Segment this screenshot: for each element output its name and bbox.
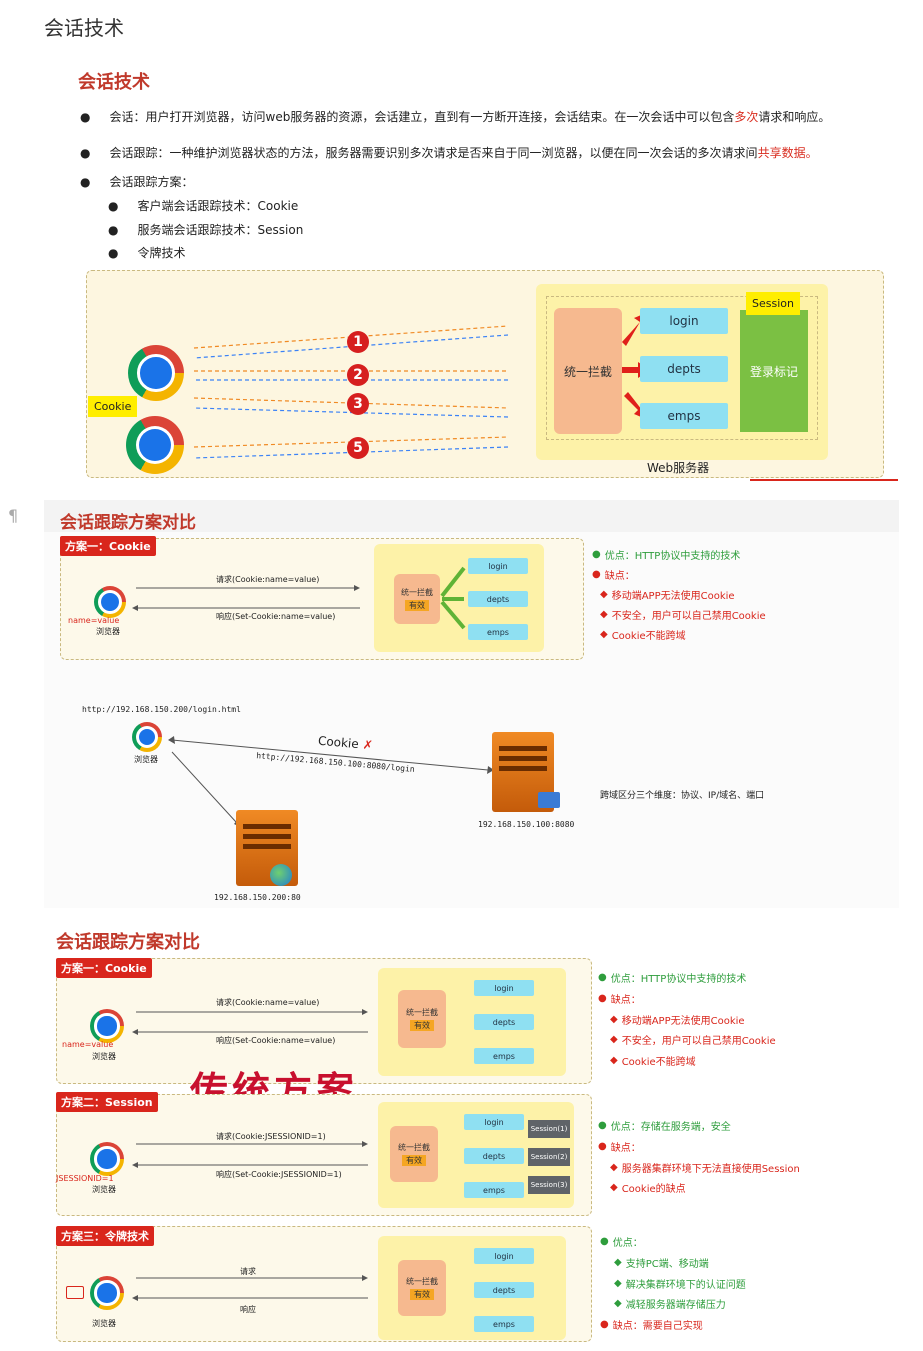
slide-session-tech: 会话技术 ● 会话：用户打开浏览器，访问web服务器的资源，会话建立，直到有一方…: [72, 60, 900, 480]
pros-label: ●优点：: [600, 1234, 643, 1249]
interceptor-box: 统一拦截 有效: [398, 1260, 446, 1316]
web-server-label: Web服务器: [647, 459, 709, 476]
endpoint-login: login: [640, 308, 728, 334]
folder-icon: [538, 792, 560, 808]
endpoint-login: login: [474, 1248, 534, 1264]
globe-icon: [270, 864, 292, 886]
slide-compare-all: 会话跟踪方案对比 方案一：Cookie name=value 浏览器 请求(Co…: [44, 920, 899, 1345]
pros-item: ◆减轻服务器端存储压力: [614, 1296, 726, 1311]
red-underline: [750, 479, 898, 481]
pros-item: ◆解决集群环境下的认证问题: [614, 1276, 746, 1291]
login-flag-box: 登录标记: [740, 310, 808, 432]
server-80-label: 192.168.150.200:80: [214, 893, 301, 902]
endpoint-depts: depts: [474, 1282, 534, 1298]
server-8080-label: 192.168.150.100:8080: [478, 820, 574, 829]
pros-item: ◆支持PC端、移动端: [614, 1255, 709, 1270]
endpoint-emps: emps: [474, 1316, 534, 1332]
page-heading: 会话技术: [44, 12, 124, 41]
cross-domain-arrows: [44, 500, 899, 908]
cross-domain-note: 跨域区分三个维度：协议、IP/域名、端口: [600, 788, 764, 801]
slide-compare-cookie: 会话跟踪方案对比 方案一：Cookie name=value 浏览器 请求(Co…: [44, 500, 899, 908]
session-label: Session: [746, 292, 800, 315]
cons-label: ●缺点：需要自己实现: [600, 1317, 703, 1332]
endpoint-depts: depts: [640, 356, 728, 382]
pilcrow-mark: ¶: [8, 506, 18, 525]
endpoint-emps: emps: [640, 403, 728, 429]
